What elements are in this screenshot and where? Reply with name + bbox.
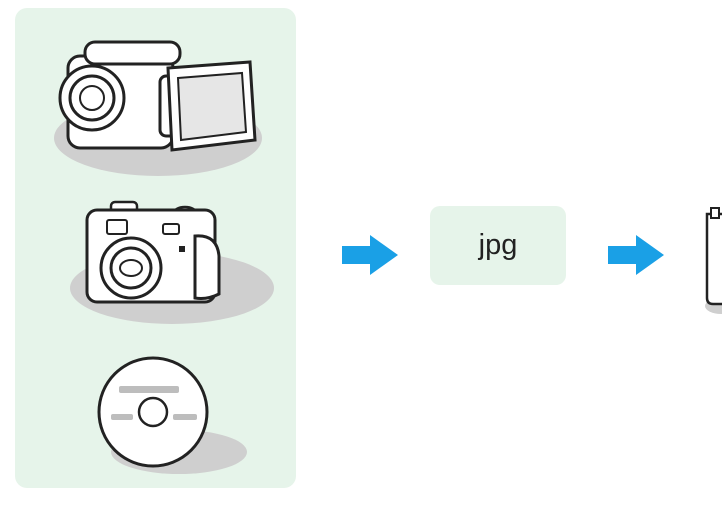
memory-card-icon [697, 206, 722, 316]
format-box: jpg [430, 206, 566, 285]
video-camera-icon [50, 36, 270, 176]
cd-disc-icon [97, 338, 257, 478]
source-devices-panel [15, 8, 296, 488]
format-label: jpg [479, 229, 518, 262]
digital-camera-icon [67, 196, 277, 326]
arrow-right-icon [342, 235, 398, 275]
arrow-right-icon [608, 235, 664, 275]
